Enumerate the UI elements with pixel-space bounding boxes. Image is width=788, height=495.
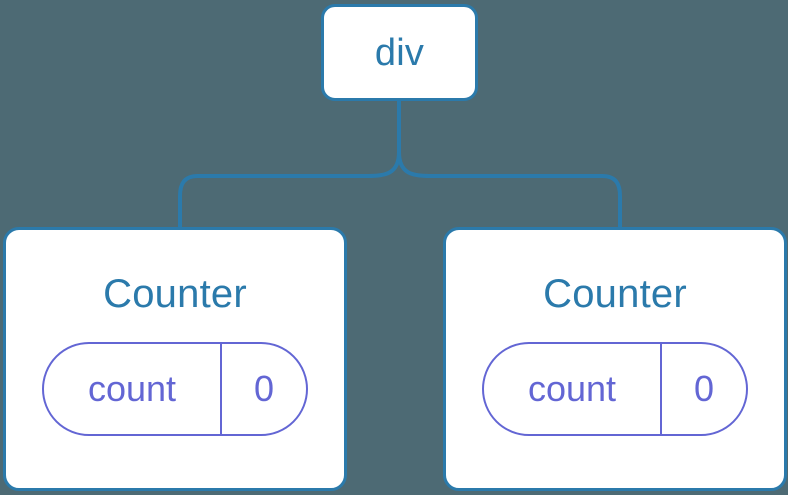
state-value-right: 0 — [693, 368, 715, 409]
state-value-left: 0 — [253, 368, 275, 409]
connector-to-left-child — [178, 151, 401, 229]
state-pill-left[interactable]: count 0 — [42, 342, 308, 436]
node-counter-left[interactable]: Counter count 0 — [3, 227, 347, 491]
state-key-left: count — [44, 344, 222, 434]
node-div[interactable]: div — [321, 4, 478, 101]
node-counter-right-label: Counter — [543, 272, 687, 316]
node-counter-left-label: Counter — [103, 272, 247, 316]
node-div-label: div — [374, 31, 425, 74]
state-pill-right[interactable]: count 0 — [482, 342, 748, 436]
connector-to-right-child — [397, 151, 622, 229]
state-key-right: count — [484, 344, 662, 434]
node-counter-right[interactable]: Counter count 0 — [443, 227, 787, 491]
